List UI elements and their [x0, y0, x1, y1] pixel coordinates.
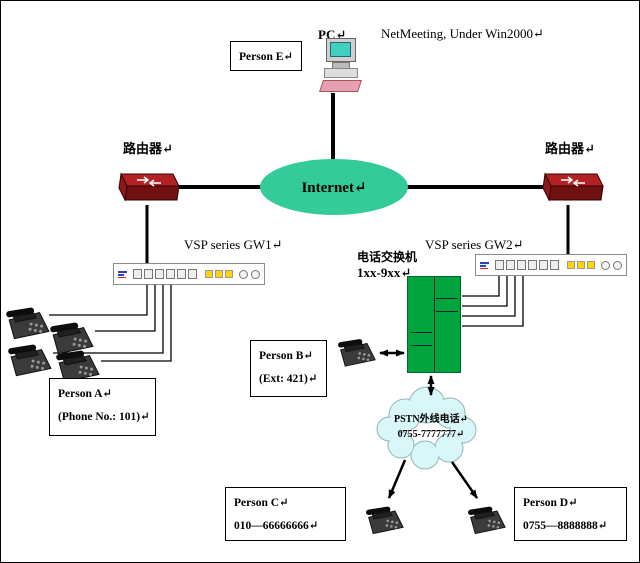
- internet-label: Internet↵: [301, 179, 367, 196]
- person-d-number: 0755—8888888↵: [523, 520, 608, 532]
- pbx-title: 电话交换机: [357, 250, 418, 264]
- person-a-number: (Phone No.: 101)↵: [58, 411, 150, 423]
- person-d-box: Person D↵ 0755—8888888↵: [514, 487, 627, 541]
- pbx-switch: [407, 276, 461, 373]
- person-e-box: Person E↵: [230, 41, 302, 71]
- person-c-name: Person C↵: [234, 497, 289, 509]
- phone-icon: [7, 341, 53, 379]
- gateway-logo: [480, 261, 489, 269]
- gateway-ports: [133, 269, 197, 279]
- router-icon: [113, 171, 181, 207]
- gw2-pbx-lines: [462, 276, 524, 327]
- pc-screen: [330, 42, 351, 57]
- pstn-label-line2: 0755-7777777↵: [397, 429, 465, 440]
- gw1-label: VSP series GW1↵: [184, 237, 283, 252]
- person-d-name: Person D↵: [523, 497, 578, 509]
- pc-icon: [319, 37, 363, 93]
- gateway-knobs: [601, 260, 622, 270]
- person-b-box: Person B↵ (Ext: 421)↵: [250, 340, 327, 397]
- pc-monitor: [326, 38, 356, 62]
- pbx-panel-divider: [434, 277, 435, 372]
- gw1-phone-lines: [49, 285, 172, 362]
- person-a-name: Person A↵: [58, 388, 113, 400]
- gateway-led-indicators: [205, 270, 233, 278]
- pstn-cloud-shape: [376, 386, 477, 470]
- gateway-led-indicators: [567, 261, 595, 269]
- gateway-knobs: [239, 269, 260, 279]
- internet-cloud: Internet↵: [260, 159, 408, 215]
- router-left-label: 路由器↵: [123, 141, 173, 156]
- pc-system-unit: [324, 68, 358, 78]
- gateway-ports: [495, 260, 559, 270]
- router-right-label: 路由器↵: [545, 141, 595, 156]
- gateway-logo: [118, 270, 127, 278]
- person-b-ext: (Ext: 421)↵: [259, 373, 318, 385]
- person-b-name: Person B↵: [259, 350, 314, 362]
- flow-arrows: [379, 349, 479, 499]
- pstn-label-line1: PSTN外线电话↵: [394, 414, 468, 425]
- person-e-label: Person E↵: [239, 51, 294, 63]
- person-a-box: Person A↵ (Phone No.: 101)↵: [49, 378, 156, 436]
- phone-icon: [365, 503, 405, 537]
- router-icon: [537, 171, 605, 207]
- phone-icon: [467, 503, 507, 537]
- pbx-range-label: 1xx-9xx↵: [357, 265, 412, 280]
- gateway-device-gw1: [113, 263, 265, 285]
- phone-icon: [5, 304, 51, 342]
- pstn-cloud-label: PSTN外线电话↵ 0755-7777777↵: [383, 412, 479, 442]
- person-c-box: Person C↵ 010—66666666↵: [225, 487, 346, 541]
- gw2-label: VSP series GW2↵: [425, 237, 524, 252]
- netmeeting-caption: NetMeeting, Under Win2000↵: [381, 26, 544, 41]
- phone-icon: [337, 336, 377, 369]
- gateway-device-gw2: [475, 254, 627, 276]
- person-c-number: 010—66666666↵: [234, 520, 319, 532]
- pc-keyboard: [319, 80, 362, 92]
